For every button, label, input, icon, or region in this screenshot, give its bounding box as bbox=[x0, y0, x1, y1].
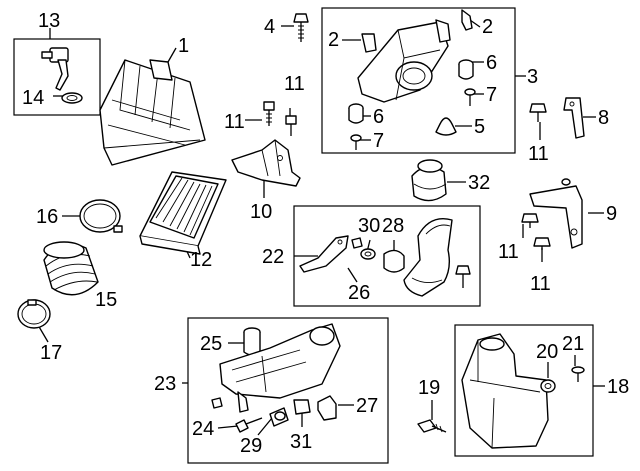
callout-11-a: 11 bbox=[284, 73, 305, 95]
bolt-19 bbox=[417, 419, 447, 433]
bolt-11-b bbox=[285, 115, 297, 136]
bolt-24 bbox=[235, 417, 263, 433]
bracket-8 bbox=[563, 97, 585, 139]
callout-11-c: 11 bbox=[528, 143, 549, 165]
callout-29: 29 bbox=[240, 435, 262, 457]
callout-3: 3 bbox=[527, 66, 538, 88]
screw-7-a bbox=[464, 88, 476, 106]
callout-19: 19 bbox=[418, 377, 440, 399]
callout-4: 4 bbox=[264, 16, 275, 38]
air-filter-element bbox=[139, 171, 227, 255]
callout-30: 30 bbox=[358, 215, 380, 237]
bracket-9 bbox=[529, 178, 583, 249]
callout-24: 24 bbox=[192, 418, 214, 440]
callout-5: 5 bbox=[474, 116, 485, 138]
group-frame-23 bbox=[187, 317, 389, 464]
callout-12: 12 bbox=[190, 249, 212, 271]
air-duct-22 bbox=[403, 218, 453, 297]
nut-23 bbox=[211, 397, 223, 409]
callout-31: 31 bbox=[290, 431, 312, 453]
nut-30 bbox=[351, 237, 363, 249]
callout-17: 17 bbox=[40, 342, 62, 364]
group-frame-3 bbox=[321, 7, 516, 154]
callout-11-d: 11 bbox=[498, 241, 519, 263]
resonator-lower-23 bbox=[219, 323, 341, 413]
bracket-26 bbox=[299, 235, 349, 273]
callout-7-a: 7 bbox=[486, 84, 497, 106]
screw-7-b bbox=[350, 134, 362, 150]
damper-25 bbox=[243, 327, 261, 356]
housing-bracket bbox=[231, 139, 301, 187]
damper-28 bbox=[383, 249, 405, 273]
screw-21 bbox=[571, 366, 585, 382]
bolt-11-a bbox=[263, 101, 275, 126]
callout-1: 1 bbox=[178, 35, 189, 57]
bolt-11-c bbox=[529, 103, 547, 122]
grommet-31 bbox=[293, 399, 311, 415]
grommet-6-a bbox=[458, 59, 474, 80]
callout-14: 14 bbox=[22, 87, 44, 109]
group-frame-18 bbox=[454, 324, 594, 457]
air-cleaner-housing bbox=[99, 59, 206, 166]
grommet-6-b bbox=[348, 103, 364, 124]
callout-32: 32 bbox=[468, 172, 490, 194]
clamp-32 bbox=[411, 159, 447, 202]
mass-airflow-sensor bbox=[41, 47, 83, 104]
spacer-29 bbox=[269, 407, 289, 427]
callout-22: 22 bbox=[262, 246, 284, 268]
bolt-4 bbox=[293, 13, 309, 42]
bolt-11-e bbox=[533, 237, 551, 250]
callout-2-a: 2 bbox=[328, 29, 339, 51]
callout-9: 9 bbox=[606, 203, 617, 225]
callout-11-b: 11 bbox=[224, 111, 245, 133]
callout-2-b: 2 bbox=[482, 16, 493, 38]
bolt-22 bbox=[455, 265, 471, 288]
callout-labels: 13 14 1 4 11 11 10 12 2 2 3 6 7 6 5 7 11… bbox=[22, 10, 629, 457]
clamp-17 bbox=[17, 299, 51, 329]
clamp-16 bbox=[79, 199, 123, 233]
callout-6-b: 6 bbox=[373, 106, 384, 128]
group-frame-13 bbox=[13, 38, 101, 116]
callout-27: 27 bbox=[356, 395, 378, 417]
intake-hose-15 bbox=[43, 241, 99, 296]
callout-18: 18 bbox=[607, 376, 629, 398]
bolt-11-d bbox=[521, 213, 539, 228]
callout-23: 23 bbox=[154, 373, 176, 395]
mount-5 bbox=[435, 117, 457, 136]
callout-28: 28 bbox=[382, 215, 404, 237]
callout-8: 8 bbox=[598, 107, 609, 129]
callout-11-e: 11 bbox=[530, 273, 551, 295]
resonator-upper bbox=[357, 9, 473, 103]
resonator-chamber-18 bbox=[461, 333, 549, 449]
callout-16: 16 bbox=[36, 206, 58, 228]
grommet-20 bbox=[540, 379, 556, 393]
callout-21: 21 bbox=[562, 333, 584, 355]
callout-26: 26 bbox=[348, 282, 370, 304]
callout-13: 13 bbox=[38, 10, 60, 32]
callout-6-a: 6 bbox=[486, 52, 497, 74]
grommet-30 bbox=[360, 248, 376, 260]
callout-15: 15 bbox=[95, 289, 117, 311]
bracket-27 bbox=[317, 395, 337, 421]
callout-25: 25 bbox=[200, 333, 222, 355]
callout-10: 10 bbox=[250, 201, 272, 223]
callout-20: 20 bbox=[536, 341, 558, 363]
callout-7-b: 7 bbox=[373, 130, 384, 152]
